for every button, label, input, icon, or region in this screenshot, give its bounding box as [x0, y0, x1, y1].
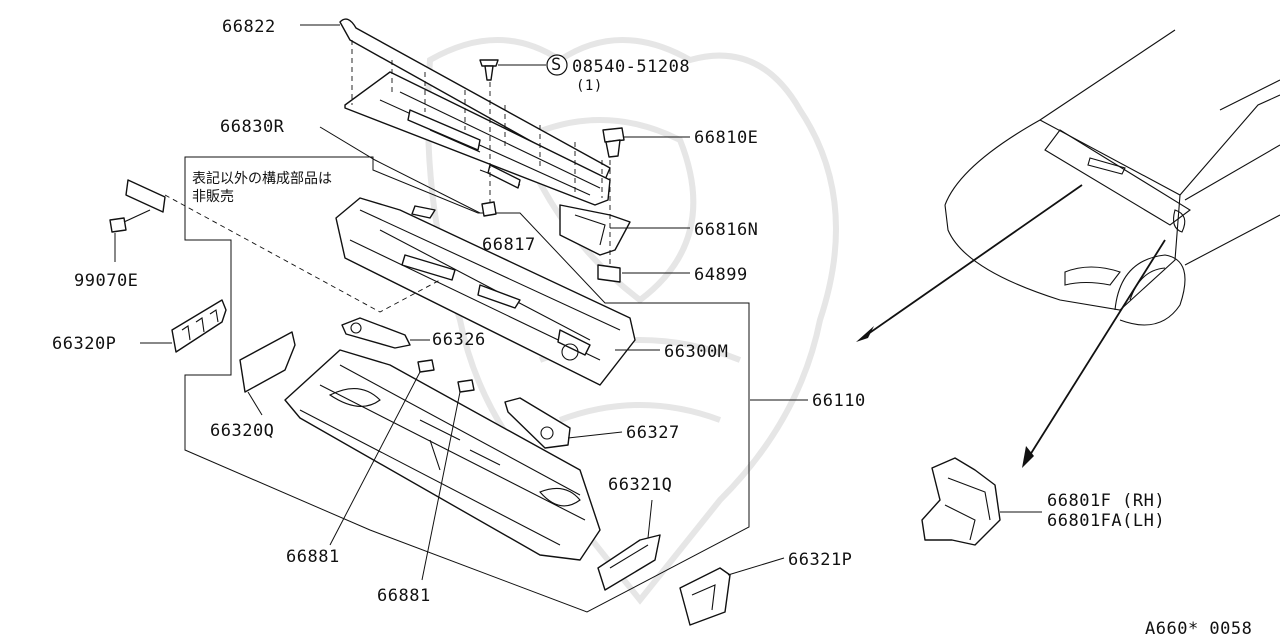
cowl-top-panel: [335, 197, 636, 386]
seal-64899: [597, 264, 621, 283]
label-08540-qty: (1): [576, 78, 603, 94]
label-66801fa: 66801FA(LH): [1047, 511, 1165, 531]
car-overview-sketch: [944, 29, 1280, 326]
label-standard-symbol: S: [551, 55, 562, 75]
label-08540-51208: 08540-51208: [572, 57, 690, 77]
grille-assembly-lines: [351, 40, 611, 265]
label-plates-66881: [417, 359, 475, 393]
leader-lines: [114, 24, 1042, 581]
label-66810e: 66810E: [694, 128, 758, 148]
label-66327: 66327: [626, 423, 680, 443]
bracket-plate-99070e: [109, 179, 441, 313]
dash-upper-panel: [284, 349, 601, 561]
bracket-66326: [341, 317, 411, 349]
bracket-66320p: [171, 299, 227, 353]
bracket-66321p: [679, 567, 731, 626]
label-66830r: 66830R: [220, 117, 285, 137]
label-66110: 66110: [812, 391, 866, 411]
assembly-outline: [184, 156, 750, 613]
part-labels: 66822 S 08540-51208 (1) 66830R 66810E 表記…: [52, 17, 1252, 638]
seal-66830r: [319, 126, 481, 214]
label-66300m: 66300M: [664, 342, 728, 362]
label-66816n: 66816N: [694, 220, 758, 240]
side-panel-66320q: [239, 331, 296, 393]
screw-08540-51208: [479, 59, 499, 81]
label-66321p: 66321P: [788, 550, 852, 570]
cowl-top-grille: [339, 18, 631, 256]
label-64899: 64899: [694, 265, 748, 285]
hinge-bracket-66801f: [921, 457, 1001, 546]
label-66320q: 66320Q: [210, 421, 274, 441]
pointer-arrows: [856, 184, 1166, 468]
label-66822: 66822: [222, 17, 276, 37]
label-66881-a: 66881: [286, 547, 340, 567]
clip-66817: [481, 201, 497, 217]
label-66817: 66817: [482, 235, 536, 255]
label-66321q: 66321Q: [608, 475, 672, 495]
clip-66810e: [602, 127, 625, 158]
bracket-66321q: [597, 534, 661, 591]
note-line-1: 表記以外の構成部品は: [192, 170, 332, 187]
standard-part-symbol: [546, 54, 568, 76]
label-66801f: 66801F (RH): [1047, 491, 1165, 511]
label-99070e: 99070E: [74, 271, 138, 291]
label-66326: 66326: [432, 330, 486, 350]
bracket-66327: [504, 397, 571, 449]
diagram-code: A660* 0058: [1145, 619, 1252, 638]
label-66881-b: 66881: [377, 586, 431, 606]
note-line-2: 非販売: [192, 189, 234, 205]
label-66320p: 66320P: [52, 334, 116, 354]
